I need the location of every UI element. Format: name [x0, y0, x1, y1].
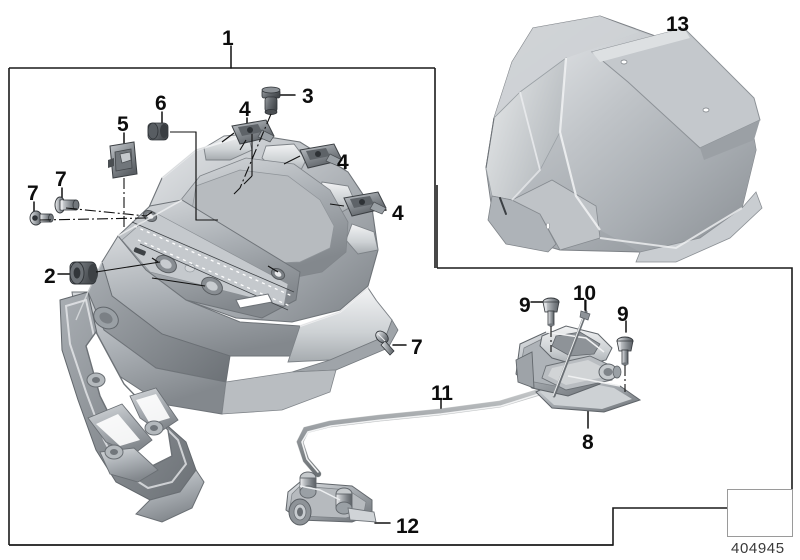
plug-cap — [261, 86, 281, 115]
grommet — [69, 261, 98, 285]
callout-7-rear-screw: 7 — [411, 336, 423, 359]
callout-13: 13 — [666, 13, 689, 36]
cable-end-fitting — [285, 471, 377, 526]
callout-12: 12 — [396, 515, 419, 538]
inner-detail-leaders — [195, 132, 253, 221]
callout-7-pan-screw: 7 — [55, 168, 67, 191]
callout-9-left: 9 — [519, 294, 531, 317]
screw-left — [542, 297, 560, 327]
callout-7-socket-screw: 7 — [27, 182, 39, 205]
callout-8: 8 — [582, 431, 594, 454]
bushing — [147, 122, 169, 141]
main-tail-section — [59, 133, 399, 523]
pin-axle — [552, 310, 591, 398]
callout-4-middle: 4 — [337, 151, 349, 174]
latch-bracket — [515, 325, 642, 413]
callout-3: 3 — [302, 85, 314, 108]
screw-right — [616, 336, 634, 366]
callout-2: 2 — [44, 265, 56, 288]
clip-nut-middle — [299, 143, 343, 169]
clip-nut-lower — [343, 191, 387, 217]
screw-pan-head — [54, 196, 80, 214]
callout-4-lower: 4 — [392, 202, 404, 225]
clip-nut-upper — [231, 119, 275, 145]
callout-11: 11 — [431, 382, 453, 405]
bracket-axis-lines — [550, 300, 626, 392]
callout-1: 1 — [222, 27, 234, 50]
callout-4-upper: 4 — [239, 98, 251, 121]
direction-arrow-box — [727, 489, 793, 537]
cover-panel — [485, 15, 763, 263]
assembly-axis-lines — [39, 113, 272, 228]
part-number-label: 404945 — [731, 540, 785, 557]
screw-socket-head — [29, 210, 54, 226]
cover-panel-frame — [9, 267, 793, 546]
release-cable — [296, 388, 544, 478]
callout-6: 6 — [155, 92, 167, 115]
retaining-clip — [108, 141, 138, 179]
callout-5: 5 — [117, 113, 129, 136]
callout-9-right: 9 — [617, 303, 629, 326]
screw-rear — [375, 330, 395, 356]
callout-10: 10 — [573, 282, 596, 305]
